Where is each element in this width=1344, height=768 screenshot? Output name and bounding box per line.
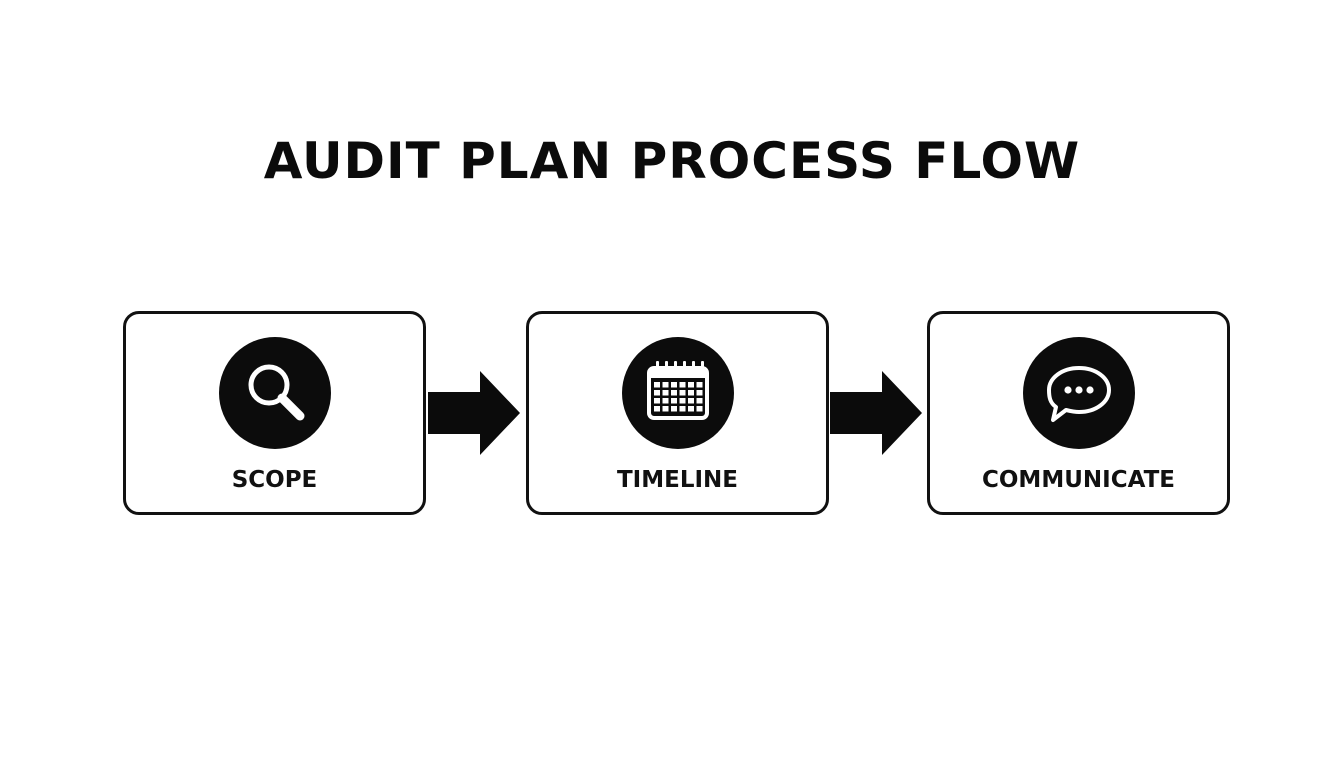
arrow-right-icon bbox=[830, 371, 922, 455]
speech-bubble-icon bbox=[1022, 337, 1135, 449]
arrow-right-icon bbox=[428, 371, 520, 455]
step-scope: SCOPE bbox=[123, 311, 426, 515]
calendar-icon bbox=[621, 337, 734, 449]
step-label-timeline: TIMELINE bbox=[616, 467, 739, 493]
step-timeline: TIMELINE bbox=[526, 311, 829, 515]
step-label-communicate: COMMUNICATE bbox=[982, 467, 1175, 493]
step-label-scope: SCOPE bbox=[231, 467, 318, 493]
step-communicate: COMMUNICATE bbox=[927, 311, 1230, 515]
magnifying-glass-icon bbox=[218, 337, 331, 449]
diagram-title: AUDIT PLAN PROCESS FLOW bbox=[263, 132, 1081, 190]
